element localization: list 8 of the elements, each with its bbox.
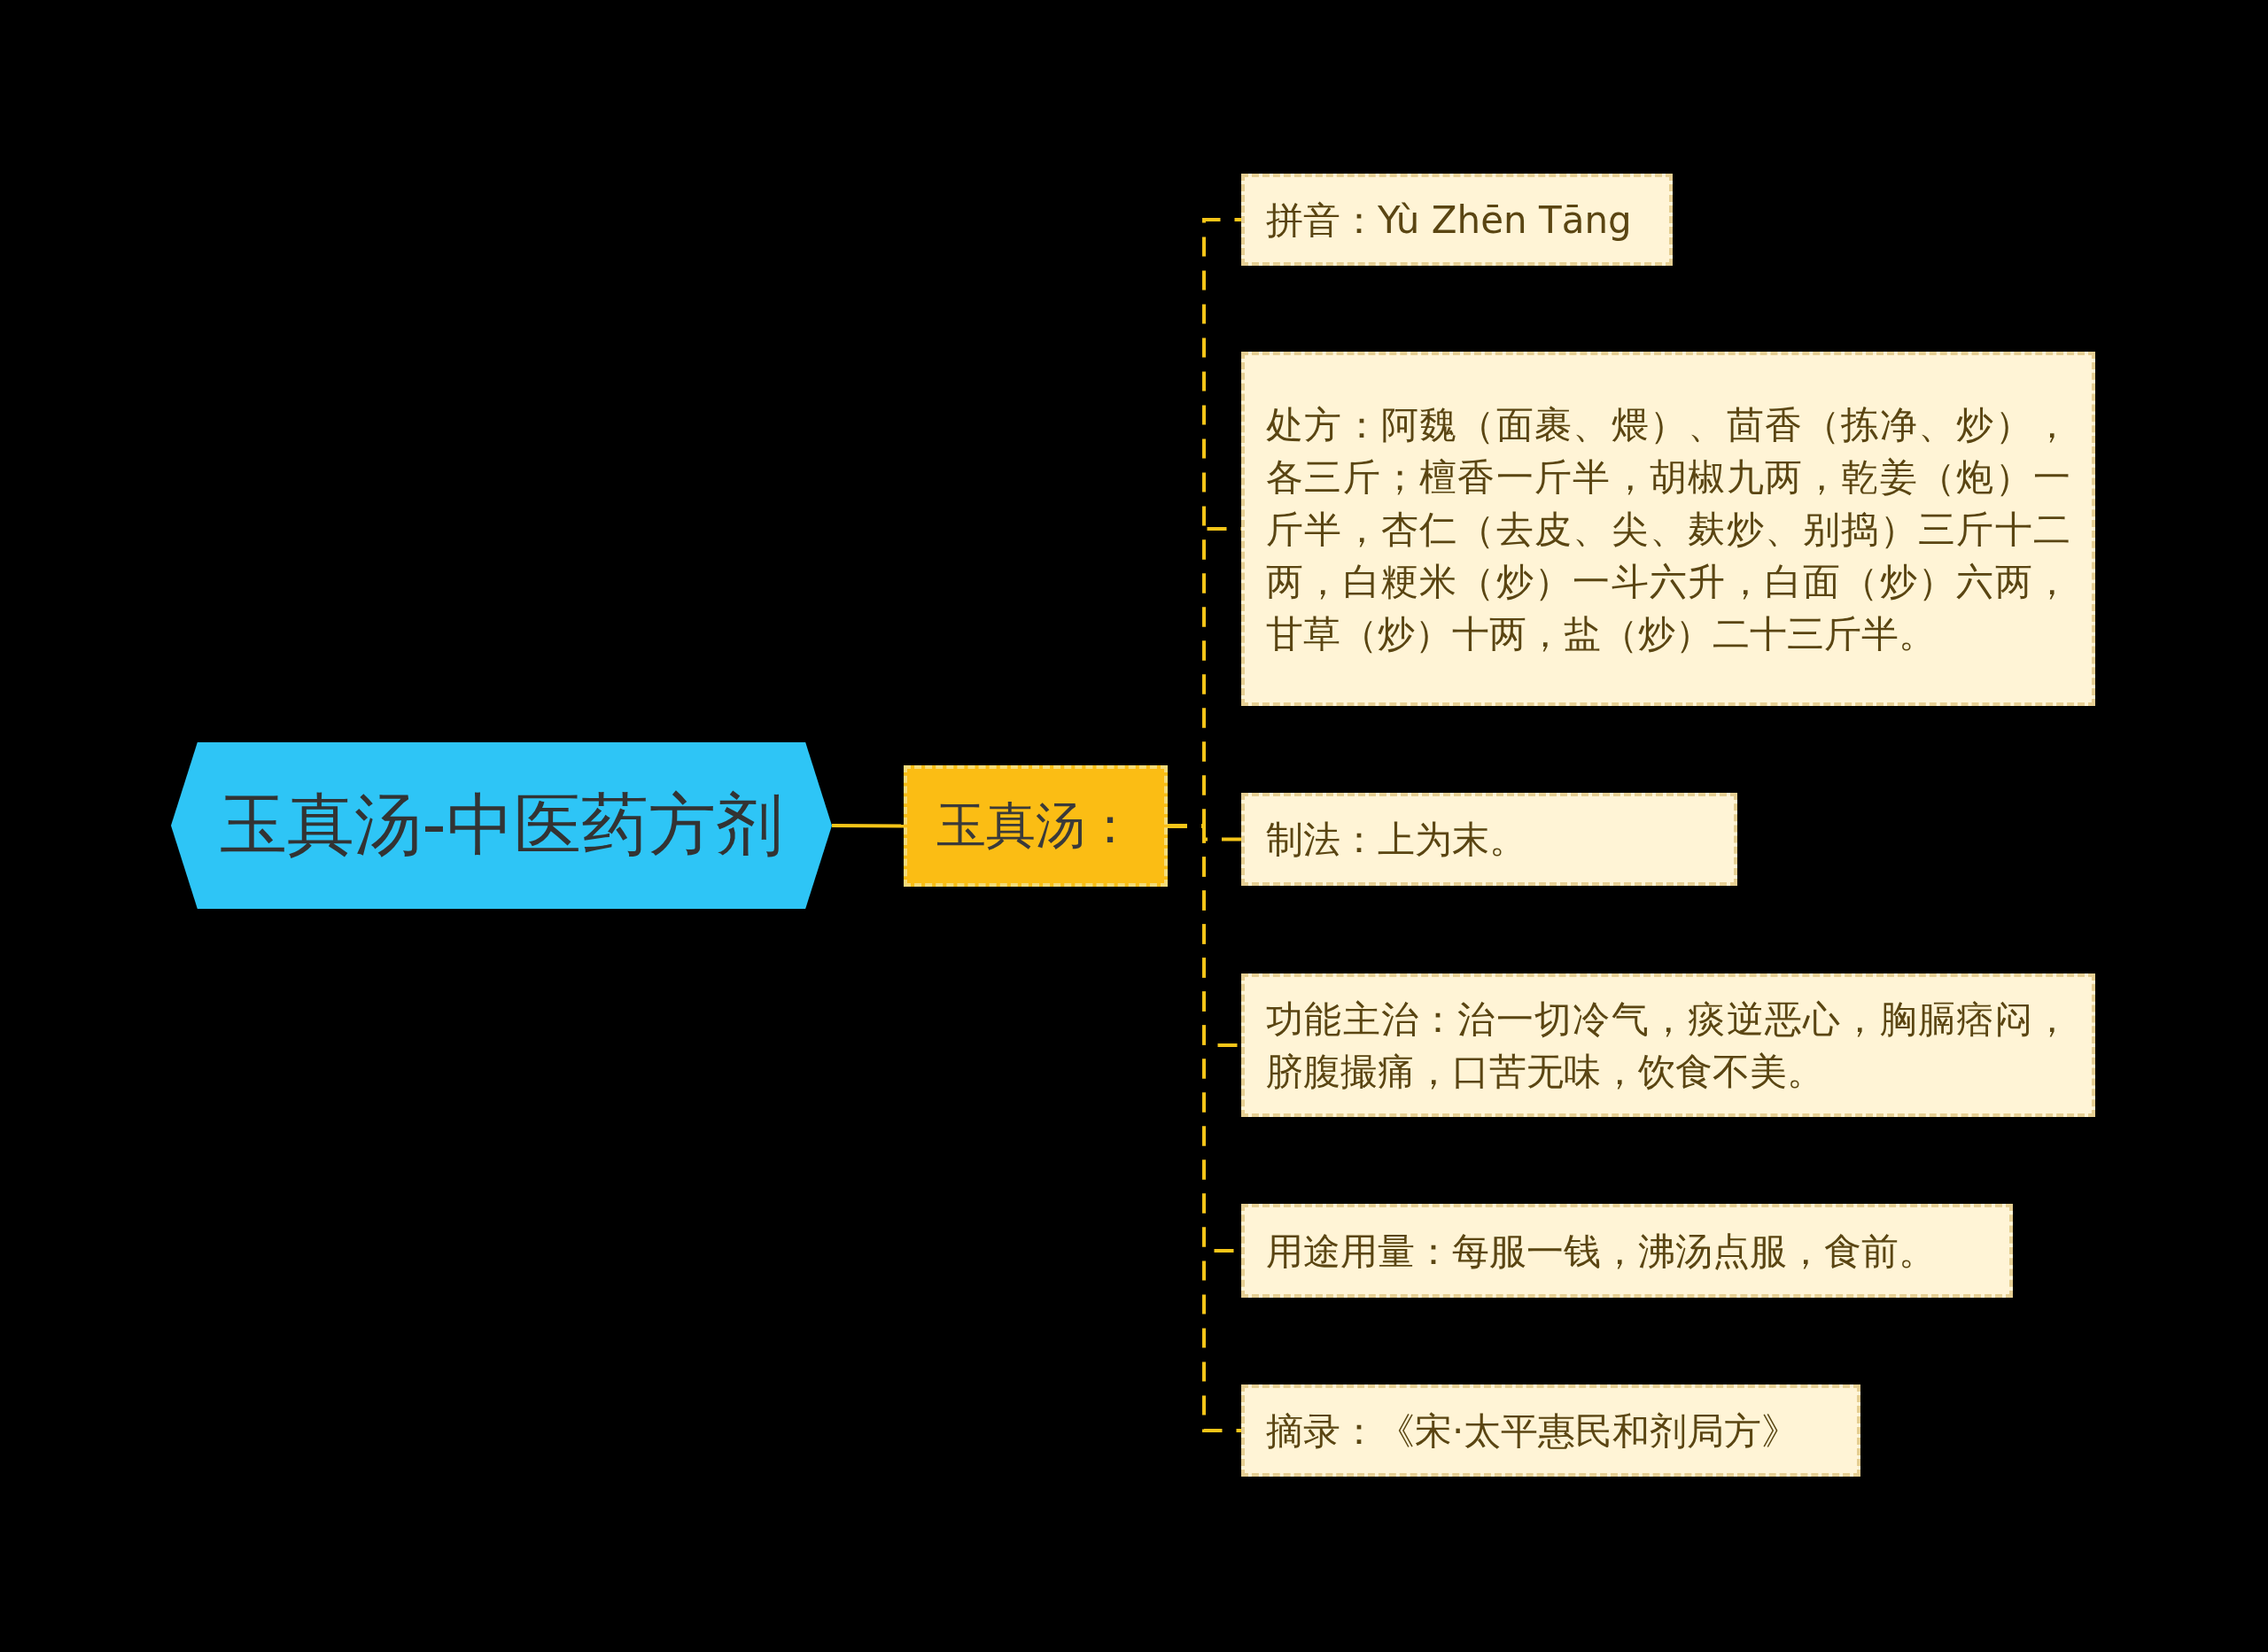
detail-box: 摘录：《宋·太平惠民和剂局方》: [1241, 1384, 1860, 1477]
detail-box: 处方：阿魏（面裹、煨）、茴香（拣净、炒），各三斤；檀香一斤半，胡椒九两，乾姜（炮）一斤半，杏仁（去皮、尖、麸炒、别捣）三斤十二两，白粳米（炒）一斗六升，白面（炒）六两，甘草（炒）十两，盐（炒）二十三斤半。: [1241, 352, 2095, 706]
detail-box: 功能主治：治一切冷气，痰逆恶心，胸膈痞闷，脐腹撮痛，口苦无味，饮食不美。: [1241, 973, 2095, 1117]
detail-box: 用途用量：每服一钱，沸汤点服，食前。: [1241, 1204, 2013, 1298]
topic-box: 玉真汤：: [904, 765, 1168, 887]
connector-line: [832, 824, 904, 828]
detail-box: 拼音：Yù Zhēn Tāng: [1241, 174, 1673, 266]
detail-box: 制法：上为末。: [1241, 793, 1737, 886]
